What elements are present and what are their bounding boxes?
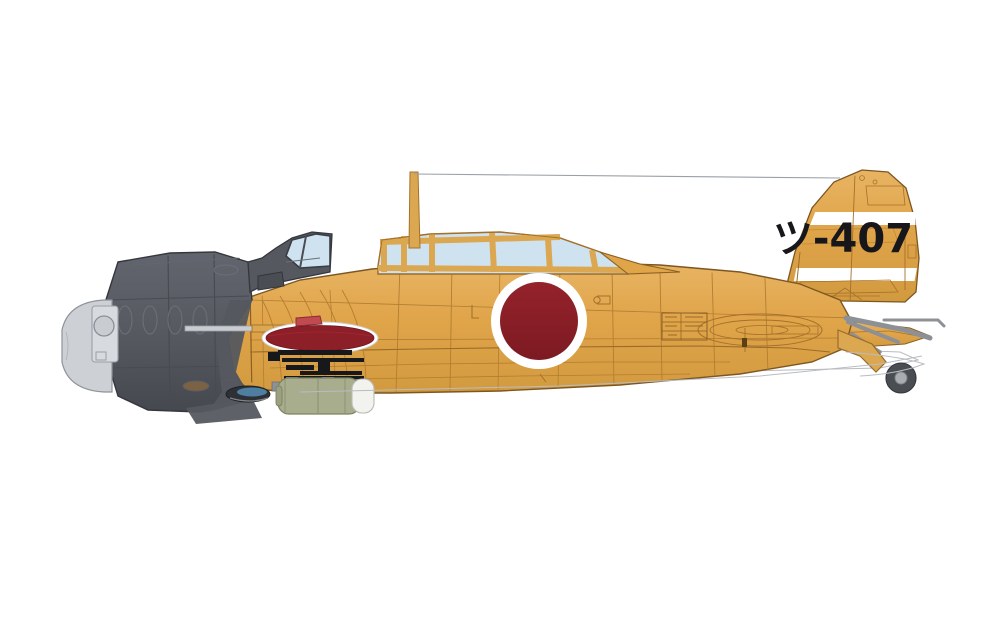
vertical-tail-fin: ツ-407 xyxy=(773,169,920,303)
arrestor-hook xyxy=(882,318,946,328)
near-wing-outline xyxy=(299,351,926,393)
tail-code-text: ツ-407 xyxy=(773,216,913,262)
antenna-wire xyxy=(413,173,841,179)
fuselage-hinomaru xyxy=(491,273,587,369)
fuselage-data-placard xyxy=(661,312,708,341)
forward-deck-cutaway xyxy=(247,231,333,294)
antenna-mast xyxy=(408,171,841,249)
tailwheel-assembly xyxy=(837,315,946,394)
windscreen-glass xyxy=(285,233,331,269)
tailwheel-strut xyxy=(837,329,887,373)
wing-root-intake xyxy=(225,385,271,403)
drop-tank xyxy=(275,377,375,415)
cockpit-canopy xyxy=(377,231,681,275)
propeller-spinner xyxy=(61,299,119,393)
footer: eduard © Eduard – Model Accessories, All… xyxy=(0,534,999,624)
